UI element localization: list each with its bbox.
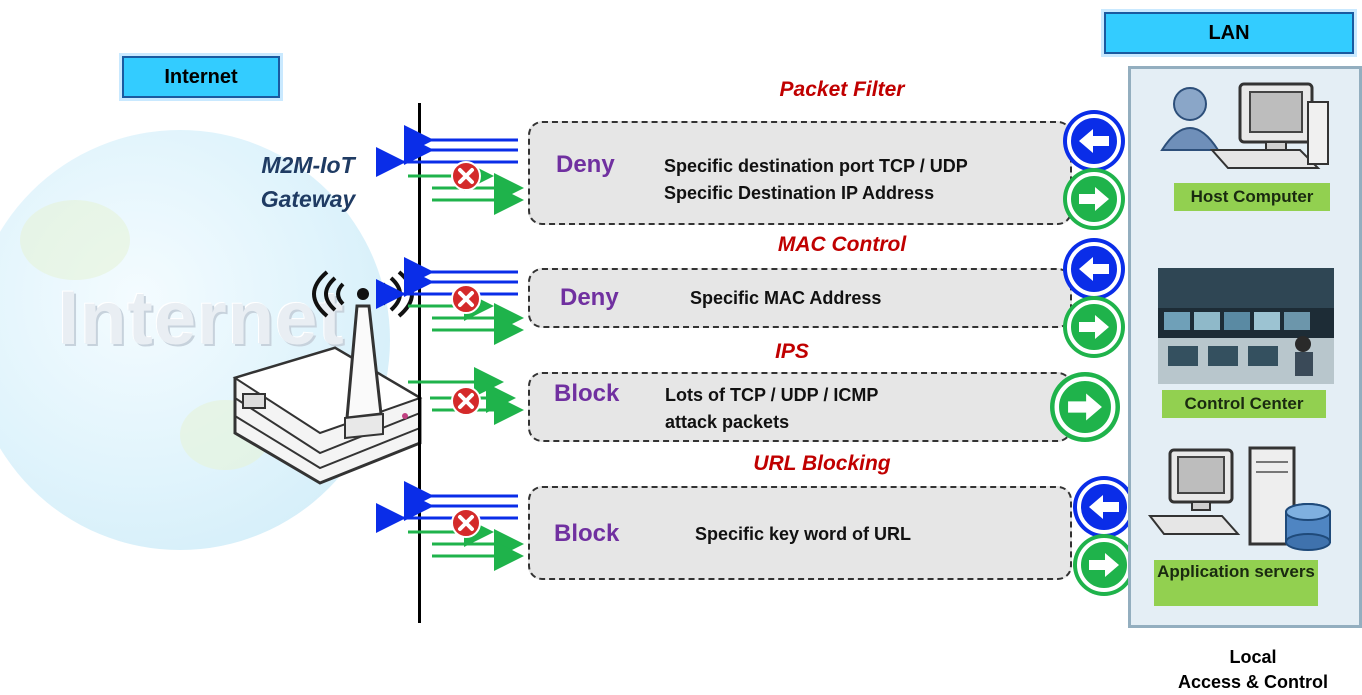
globe-watermark-text: Internet — [58, 276, 345, 361]
outbound-arrow-icon — [1073, 476, 1135, 538]
mac-control-description: Specific MAC Address — [690, 288, 882, 308]
packet-filter-line1: Specific destination port TCP / UDP — [664, 156, 968, 176]
traffic-flow-arrows — [376, 125, 524, 571]
url-blocking-action: Block — [554, 520, 620, 547]
packet-filter-action: Deny — [556, 151, 615, 178]
host-computer-label: Host Computer — [1174, 183, 1330, 211]
application-server-icon — [1147, 446, 1331, 551]
lan-label: LAN — [1104, 12, 1354, 54]
block-x-icon — [451, 284, 481, 314]
block-x-icon — [451, 386, 481, 416]
inbound-arrow-icon — [1063, 296, 1125, 358]
application-servers-label: Application servers — [1154, 560, 1318, 606]
gateway-title: M2M-IoT Gateway — [228, 148, 388, 216]
globe-continent — [20, 200, 130, 280]
packet-filter-description: Specific destination port TCP / UDP Spec… — [664, 153, 1064, 207]
outbound-arrow-icon — [1063, 110, 1125, 172]
inbound-arrow-icon — [1073, 534, 1135, 596]
url-blocking-description: Specific key word of URL — [695, 524, 912, 544]
mac-control-rule-box: Deny Specific MAC Address — [528, 268, 1072, 328]
inbound-arrow-icon — [1050, 372, 1120, 442]
packet-filter-line2: Specific Destination IP Address — [664, 183, 935, 203]
ips-line2: attack packets — [665, 412, 790, 432]
router-icon — [232, 270, 423, 485]
control-center-label: Control Center — [1162, 390, 1326, 418]
block-x-icon — [451, 161, 481, 191]
ips-rule-box: Block Lots of TCP / UDP / ICMP attack pa… — [528, 372, 1072, 442]
url-blocking-title: URL Blocking — [753, 452, 891, 475]
packet-filter-rule-box: Deny Specific destination port TCP / UDP… — [528, 121, 1072, 225]
ips-title: IPS — [775, 340, 809, 363]
ips-description: Lots of TCP / UDP / ICMP attack packets — [665, 382, 1045, 436]
block-x-icon — [451, 508, 481, 538]
gateway-title-line2: Gateway — [260, 186, 356, 212]
local-access-control-caption: Local Access & Control — [1168, 645, 1338, 695]
caption-line1: Local — [1229, 647, 1277, 667]
gateway-title-line1: M2M-IoT — [261, 152, 355, 178]
internet-label: Internet — [122, 56, 280, 98]
ips-action: Block — [554, 380, 620, 407]
packet-filter-title: Packet Filter — [779, 78, 905, 101]
ips-line1: Lots of TCP / UDP / ICMP — [665, 385, 879, 405]
mac-control-action: Deny — [560, 284, 619, 311]
caption-line2: Access & Control — [1177, 672, 1329, 692]
gateway-boundary-line — [418, 103, 421, 623]
mac-control-title: MAC Control — [777, 233, 907, 256]
url-blocking-rule-box: Block Specific key word of URL — [528, 486, 1072, 580]
outbound-arrow-icon — [1063, 238, 1125, 300]
host-computer-icon — [1160, 82, 1329, 169]
inbound-arrow-icon — [1063, 168, 1125, 230]
control-center-photo — [1158, 268, 1334, 384]
